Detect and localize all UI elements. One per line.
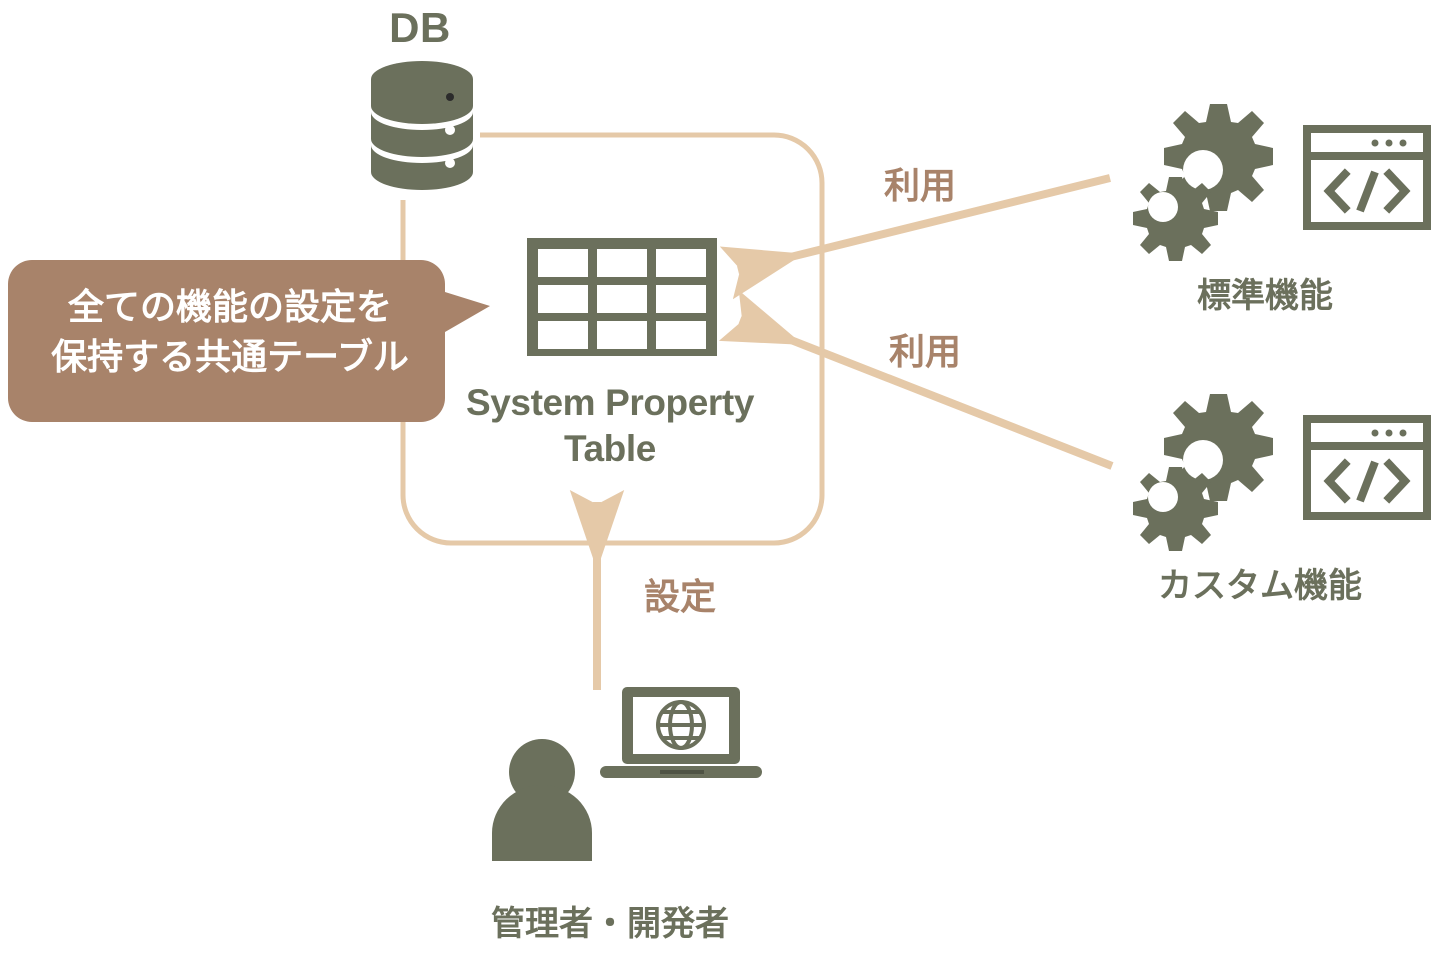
code-window-icon-standard [1303,125,1431,230]
custom-feature-label: カスタム機能 [1158,567,1362,605]
arrow-custom-to-table [718,290,1114,470]
gears-icon-standard [1133,104,1273,261]
edge-label-custom-uses: 利用 [888,331,961,372]
arrow-standard-to-table [719,174,1111,300]
code-window-icon-custom [1303,415,1431,520]
table-grid-icon [527,238,717,356]
system-property-table-label: System Property Table [465,382,755,469]
standard-feature-label: 標準機能 [1197,277,1333,315]
edge-label-standard-uses: 利用 [883,165,956,206]
edge-label-admin-configures: 設定 [643,576,716,617]
db-label: DB [389,4,451,51]
callout-text: 全ての機能の設定を 保持する共通テーブル [51,286,409,377]
admin-developer-label: 管理者・開発者 [491,905,729,943]
callout-bubble [8,260,490,422]
database-icon [371,61,473,190]
person-icon [492,739,592,861]
laptop-globe-icon [600,687,762,778]
gears-icon-custom [1133,394,1273,551]
